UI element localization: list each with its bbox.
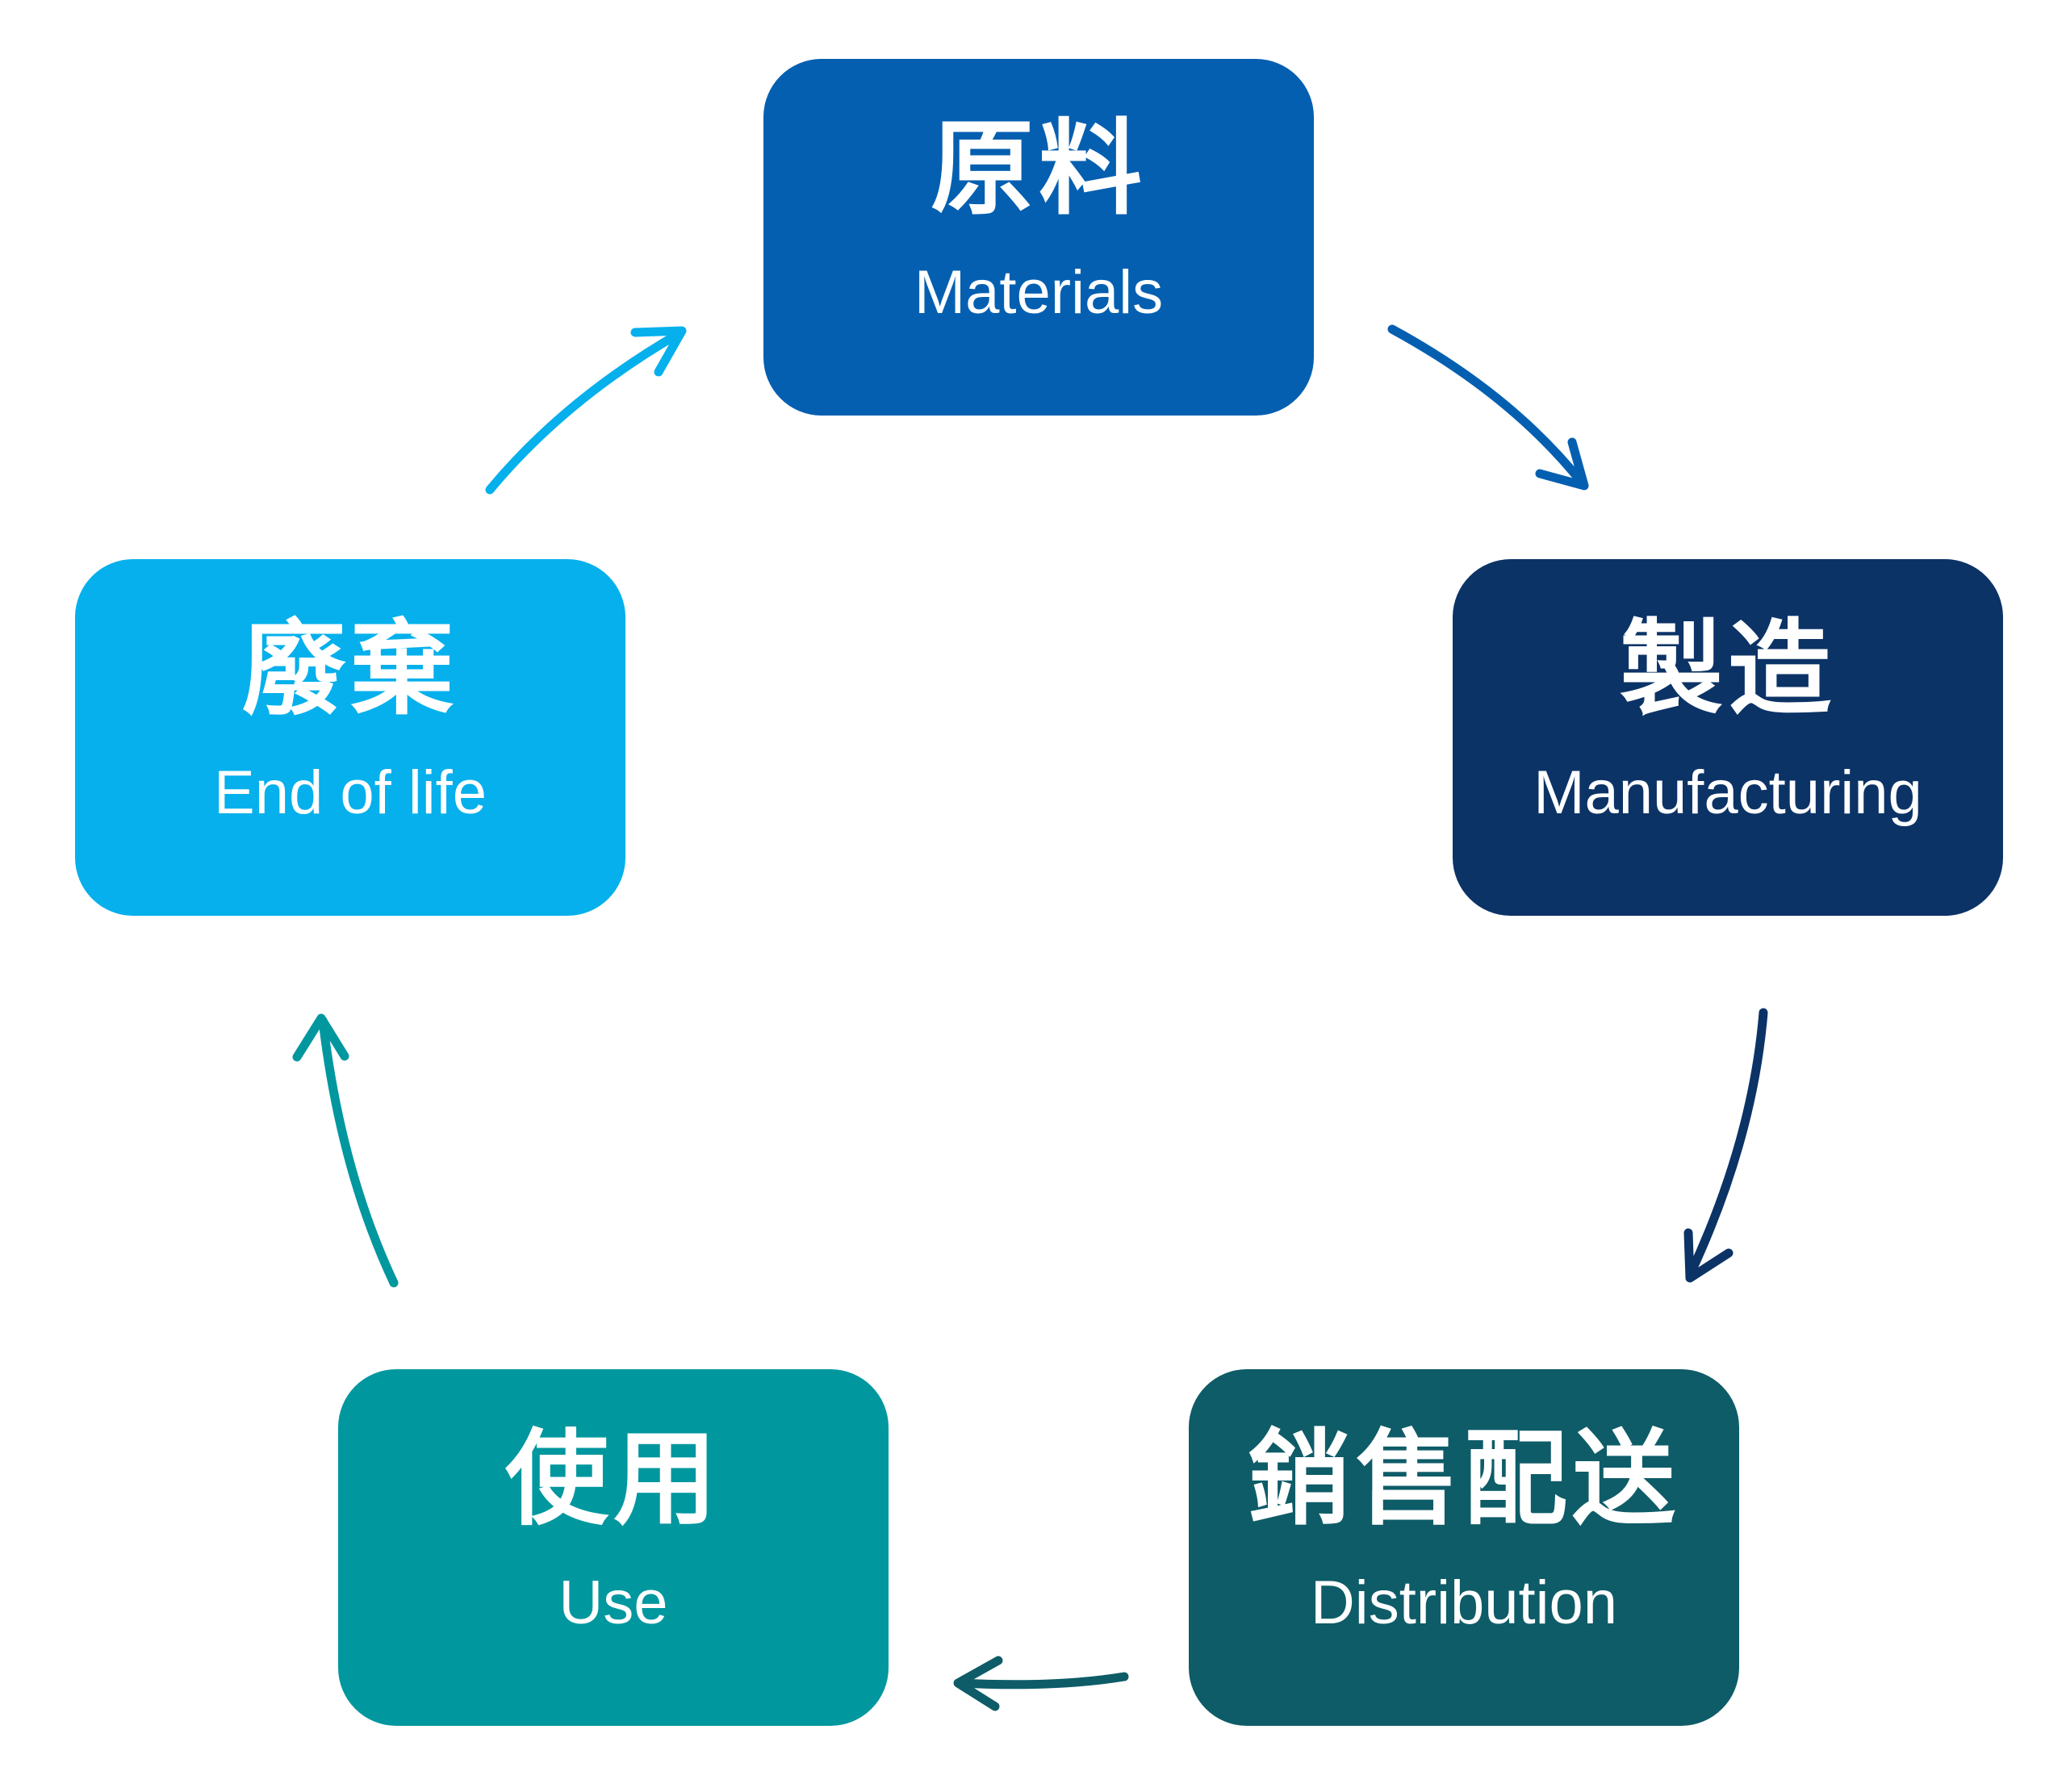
stage-materials-title-zh: 原料 bbox=[930, 109, 1147, 229]
stage-distribution-title-en: Distribution bbox=[1310, 1569, 1618, 1637]
arrow-use-to-end-of-life bbox=[292, 1013, 399, 1288]
stage-end-of-life: 廢棄 End of life bbox=[75, 559, 625, 916]
arrow-materials-to-manufacturing-line bbox=[1387, 324, 1587, 487]
arrow-use-to-end-of-life-head bbox=[292, 1013, 349, 1062]
arrow-materials-to-manufacturing bbox=[1387, 324, 1589, 491]
stage-materials: 原料 Materials bbox=[763, 59, 1314, 416]
stage-manufacturing-title-en: Manufacturing bbox=[1533, 758, 1922, 827]
arrow-manufacturing-to-distribution-line bbox=[1686, 1008, 1768, 1278]
stage-manufacturing: 製造 Manufacturing bbox=[1453, 559, 2003, 916]
stage-use-title-zh: 使用 bbox=[504, 1419, 721, 1539]
arrow-manufacturing-to-distribution-head bbox=[1683, 1228, 1734, 1283]
arrow-distribution-to-use bbox=[953, 1656, 1129, 1711]
stage-use: 使用 Use bbox=[338, 1369, 889, 1726]
arrow-materials-to-manufacturing-head bbox=[1535, 437, 1589, 491]
stage-materials-title-en: Materials bbox=[914, 258, 1164, 327]
arrow-end-of-life-to-materials-line bbox=[485, 328, 684, 495]
stage-end-of-life-title-en: End of life bbox=[214, 758, 487, 827]
stage-distribution-title-zh: 銷售配送 bbox=[1247, 1419, 1680, 1539]
arrow-distribution-to-use-head bbox=[953, 1656, 1003, 1711]
stage-distribution: 銷售配送 Distribution bbox=[1189, 1369, 1739, 1726]
stage-use-title-en: Use bbox=[558, 1569, 668, 1637]
arrow-distribution-to-use-line bbox=[956, 1672, 1129, 1690]
arrow-end-of-life-to-materials bbox=[485, 326, 687, 495]
arrow-end-of-life-to-materials-head bbox=[630, 326, 687, 377]
stage-manufacturing-title-zh: 製造 bbox=[1619, 609, 1836, 729]
stage-end-of-life-title-zh: 廢棄 bbox=[241, 609, 458, 729]
arrow-manufacturing-to-distribution bbox=[1683, 1008, 1768, 1283]
arrow-use-to-end-of-life-line bbox=[318, 1016, 399, 1288]
